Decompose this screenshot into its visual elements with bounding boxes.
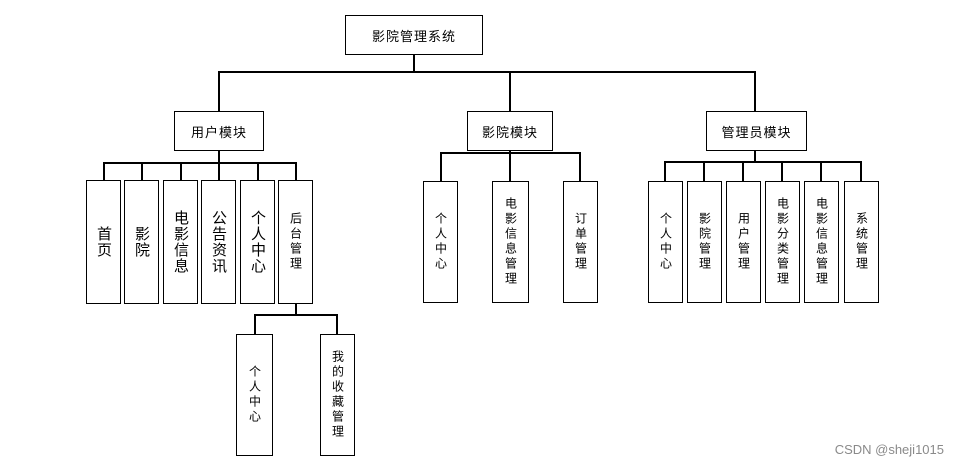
user-child-node: 个人中心 [240,180,275,304]
user-child-node: 电影信息 [163,180,198,304]
connector [218,162,220,180]
connector [440,152,442,181]
connector [295,162,297,180]
user-module-node: 用户模块 [174,111,264,151]
connector [180,162,182,180]
connector [218,151,220,163]
connector [141,162,143,180]
admin-child-node: 电影分类管理 [765,181,800,303]
connector [703,161,705,181]
connector [218,71,755,73]
connector [218,71,220,111]
connector [754,71,756,111]
connector [295,303,297,315]
connector [336,314,338,334]
connector [579,152,581,181]
connector [664,161,666,181]
admin-child-node: 个人中心 [648,181,683,303]
backend-child-node: 我的收藏管理 [320,334,355,456]
backend-child-node: 个人中心 [236,334,273,456]
cinema-child-node: 订单管理 [563,181,598,303]
connector [820,161,822,181]
admin-child-node: 系统管理 [844,181,879,303]
cinema-child-node: 个人中心 [423,181,458,303]
connector [103,162,105,180]
connector [754,151,756,163]
admin-child-node: 用户管理 [726,181,761,303]
connector [254,314,256,334]
admin-child-node: 电影信息管理 [804,181,839,303]
user-child-node: 后台管理 [278,180,313,304]
user-child-node: 公告资讯 [201,180,236,304]
watermark: CSDN @sheji1015 [834,442,944,457]
connector [781,161,783,181]
user-child-node: 首页 [86,180,121,304]
connector [413,55,415,72]
admin-module-node: 管理员模块 [706,111,807,151]
connector [664,161,862,163]
connector [257,162,259,180]
admin-child-node: 影院管理 [687,181,722,303]
user-child-node: 影院 [124,180,159,304]
connector [509,71,511,111]
root-node: 影院管理系统 [345,15,483,55]
connector [254,314,338,316]
connector [742,161,744,181]
cinema-module-node: 影院模块 [467,111,553,151]
connector [860,161,862,181]
connector [509,152,511,181]
cinema-child-node: 电影信息管理 [492,181,529,303]
connector [103,162,297,164]
